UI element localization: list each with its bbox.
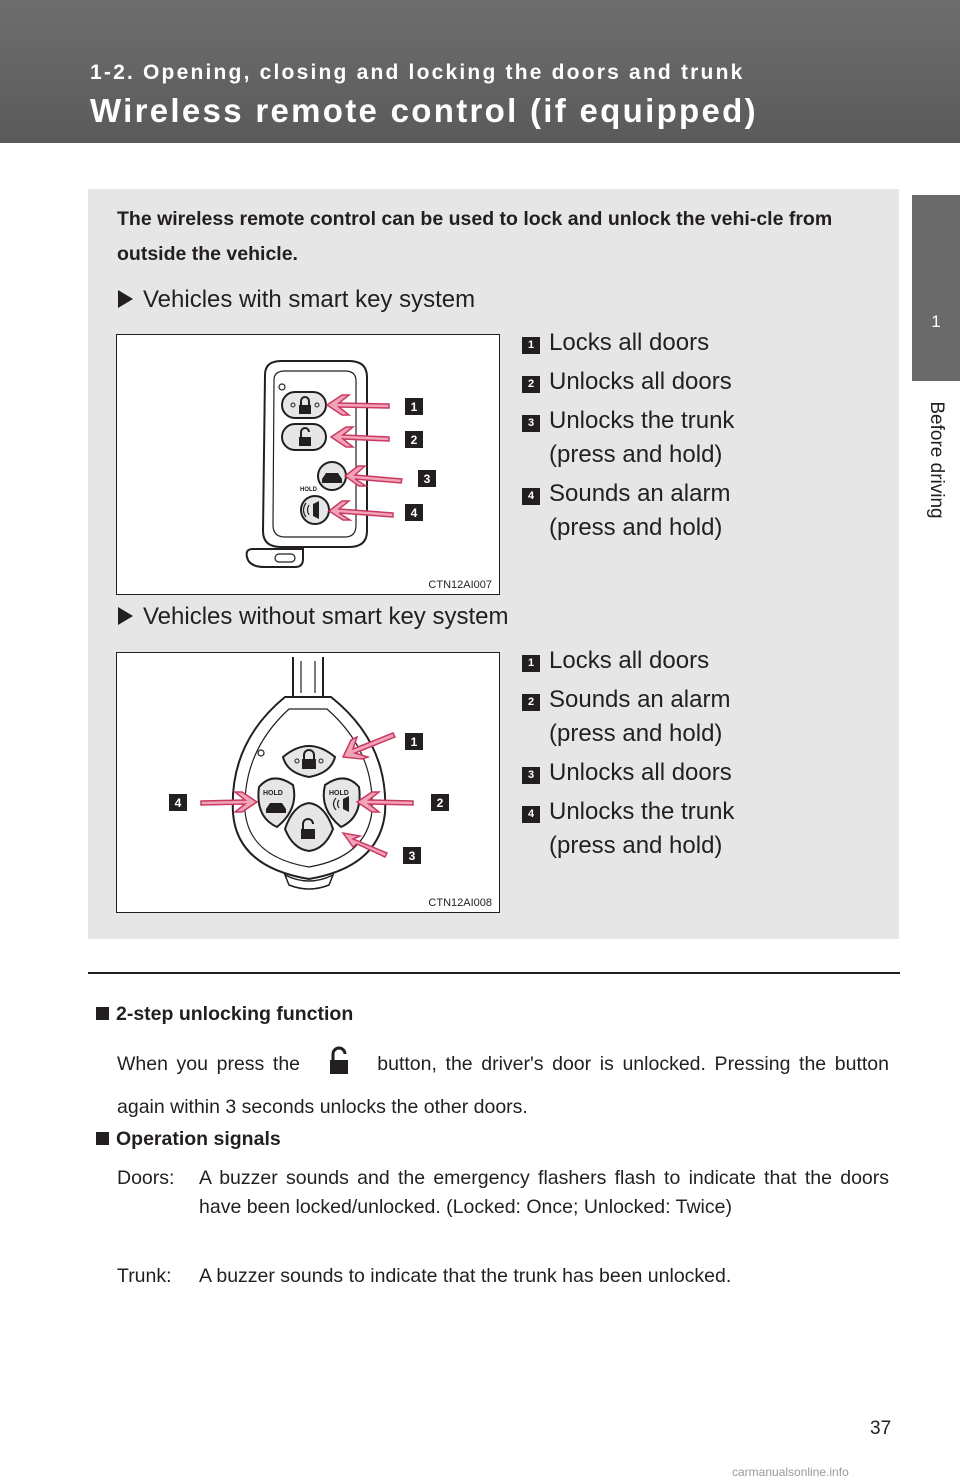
smart-key-heading-text: Vehicles with smart key system [143,286,476,313]
smart-key-figure-code: CTN12AI007 [428,579,492,591]
square-bullet-icon [96,1007,109,1020]
two-step-heading: 2-step unlocking function [96,1003,353,1026]
page-number: 37 [870,1418,892,1439]
smart-legend-3-text: Unlocks the trunk [549,407,735,434]
unlock-icon [309,1046,369,1089]
chapter-number: 1 [931,312,941,331]
signals-heading: Operation signals [96,1128,281,1151]
smart-legend-2-num: 2 [522,376,540,393]
square-bullet-icon [96,1132,109,1145]
key-legend-2-num: 2 [522,694,540,711]
smart-legend-4-sub: (press and hold) [549,514,723,541]
no-smart-key-heading-text: Vehicles without smart key system [143,603,509,630]
smart-key-figure: HOLD 1 2 3 4 CTN12AI007 [116,334,500,595]
doors-label: Doors: [117,1167,175,1189]
key-legend-4-sub: (press and hold) [549,832,723,859]
smart-fob-hold-label: HOLD [300,487,318,493]
key-legend-4-text: Unlocks the trunk [549,798,735,825]
two-step-heading-text: 2-step unlocking function [116,1003,354,1025]
svg-text:3: 3 [424,472,431,486]
section-divider [88,972,900,974]
svg-text:4: 4 [175,796,182,810]
trunk-label: Trunk: [117,1265,172,1287]
smart-legend-3-num: 3 [522,415,540,432]
key-legend-1-num: 1 [522,655,540,672]
two-step-text-after: button, the driver's door is unlocked. P… [117,1053,889,1118]
svg-text:4: 4 [411,506,418,520]
smart-legend-4-num: 4 [522,488,540,505]
key-figure-code: CTN12AI008 [428,897,492,909]
trunk-text: A buzzer sounds to indicate that the tru… [199,1265,732,1287]
key-fob-illustration: HOLD HOLD 1 2 3 4 [169,657,449,890]
key-legend-3-text: Unlocks all doors [549,759,732,786]
svg-text:1: 1 [411,735,418,749]
key-legend-1-text: Locks all doors [549,647,710,674]
pointer-arrow-icon [118,607,133,625]
intro-text: The wireless remote control can be used … [117,208,833,265]
chapter-label: Before driving [926,401,947,519]
two-step-text-before: When you press the [117,1053,301,1075]
smart-legend-1-text: Locks all doors [549,329,710,356]
two-step-text: When you press the button, the driver's … [117,1046,889,1126]
key-legend-3-num: 3 [522,767,540,784]
watermark: carmanualsonline.info [732,1465,849,1479]
smart-legend-4-text: Sounds an alarm [549,480,731,507]
svg-text:3: 3 [409,849,416,863]
key-figure: HOLD HOLD 1 2 3 4 CTN12AI008 [116,652,500,913]
chapter-tab [912,195,960,381]
svg-text:1: 1 [411,400,418,414]
smart-legend-3-sub: (press and hold) [549,441,723,468]
smart-legend-2-text: Unlocks all doors [549,368,732,395]
key-fob-hold-label-right: HOLD [329,790,349,797]
doors-text: A buzzer sounds and the emergency flashe… [199,1167,889,1218]
page-header: 1-2. Opening, closing and locking the do… [0,0,960,143]
pointer-arrow-icon [118,290,133,308]
smart-legend-1-num: 1 [522,337,540,354]
key-fob-hold-label-left: HOLD [263,790,283,797]
svg-text:2: 2 [437,796,444,810]
page-title: Wireless remote control (if equipped) [90,92,758,129]
smart-key-heading: Vehicles with smart key system [118,285,475,315]
key-legend-4-num: 4 [522,806,540,823]
smart-key-fob-illustration: HOLD 1 2 3 4 [245,360,436,568]
section-label: 1-2. Opening, closing and locking the do… [90,61,745,84]
no-smart-key-heading: Vehicles without smart key system [118,602,508,632]
signals-heading-text: Operation signals [116,1128,281,1150]
svg-text:2: 2 [411,433,418,447]
key-legend-2-text: Sounds an alarm [549,686,731,713]
key-legend-2-sub: (press and hold) [549,720,723,747]
